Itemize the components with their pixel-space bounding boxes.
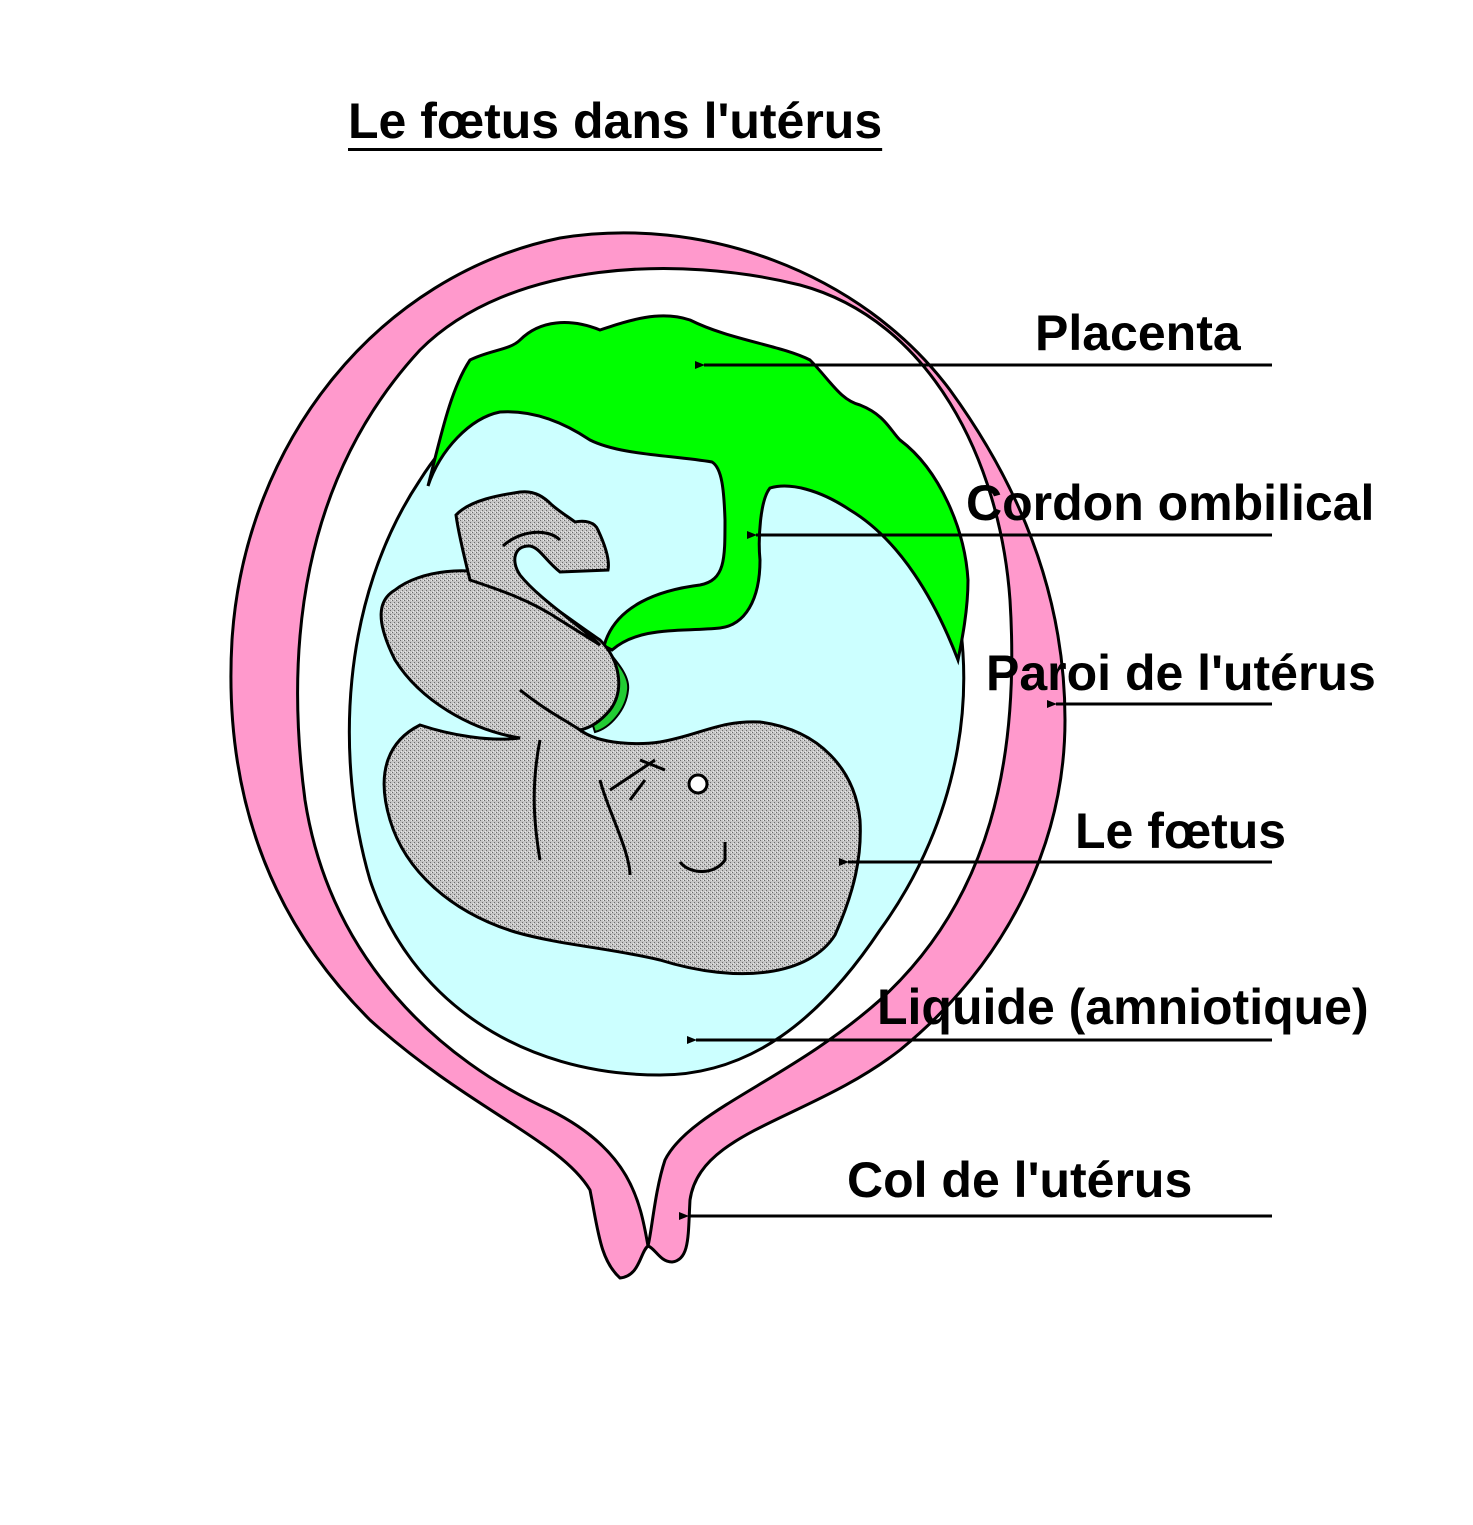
label-liquide-amniotique: Liquide (amniotique) — [877, 979, 1369, 1035]
label-placenta: Placenta — [1035, 305, 1241, 361]
fetus-leg — [454, 490, 610, 647]
label-cordon-ombilical: Cordon ombilical — [966, 475, 1375, 531]
fetus-knee-line — [519, 688, 581, 732]
label-paroi-uterus: Paroi de l'utérus — [986, 645, 1376, 701]
fetus-body — [379, 569, 862, 976]
fetus-toe-line — [501, 530, 562, 548]
placenta — [426, 314, 970, 666]
fetus-ear — [678, 842, 727, 873]
fetus-eye — [687, 773, 709, 795]
label-foetus: Le fœtus — [1075, 803, 1287, 859]
diagram-title: Le fœtus dans l'utérus — [348, 93, 883, 149]
fetus-arm — [532, 739, 666, 876]
label-col-uterus: Col de l'utérus — [847, 1152, 1193, 1208]
